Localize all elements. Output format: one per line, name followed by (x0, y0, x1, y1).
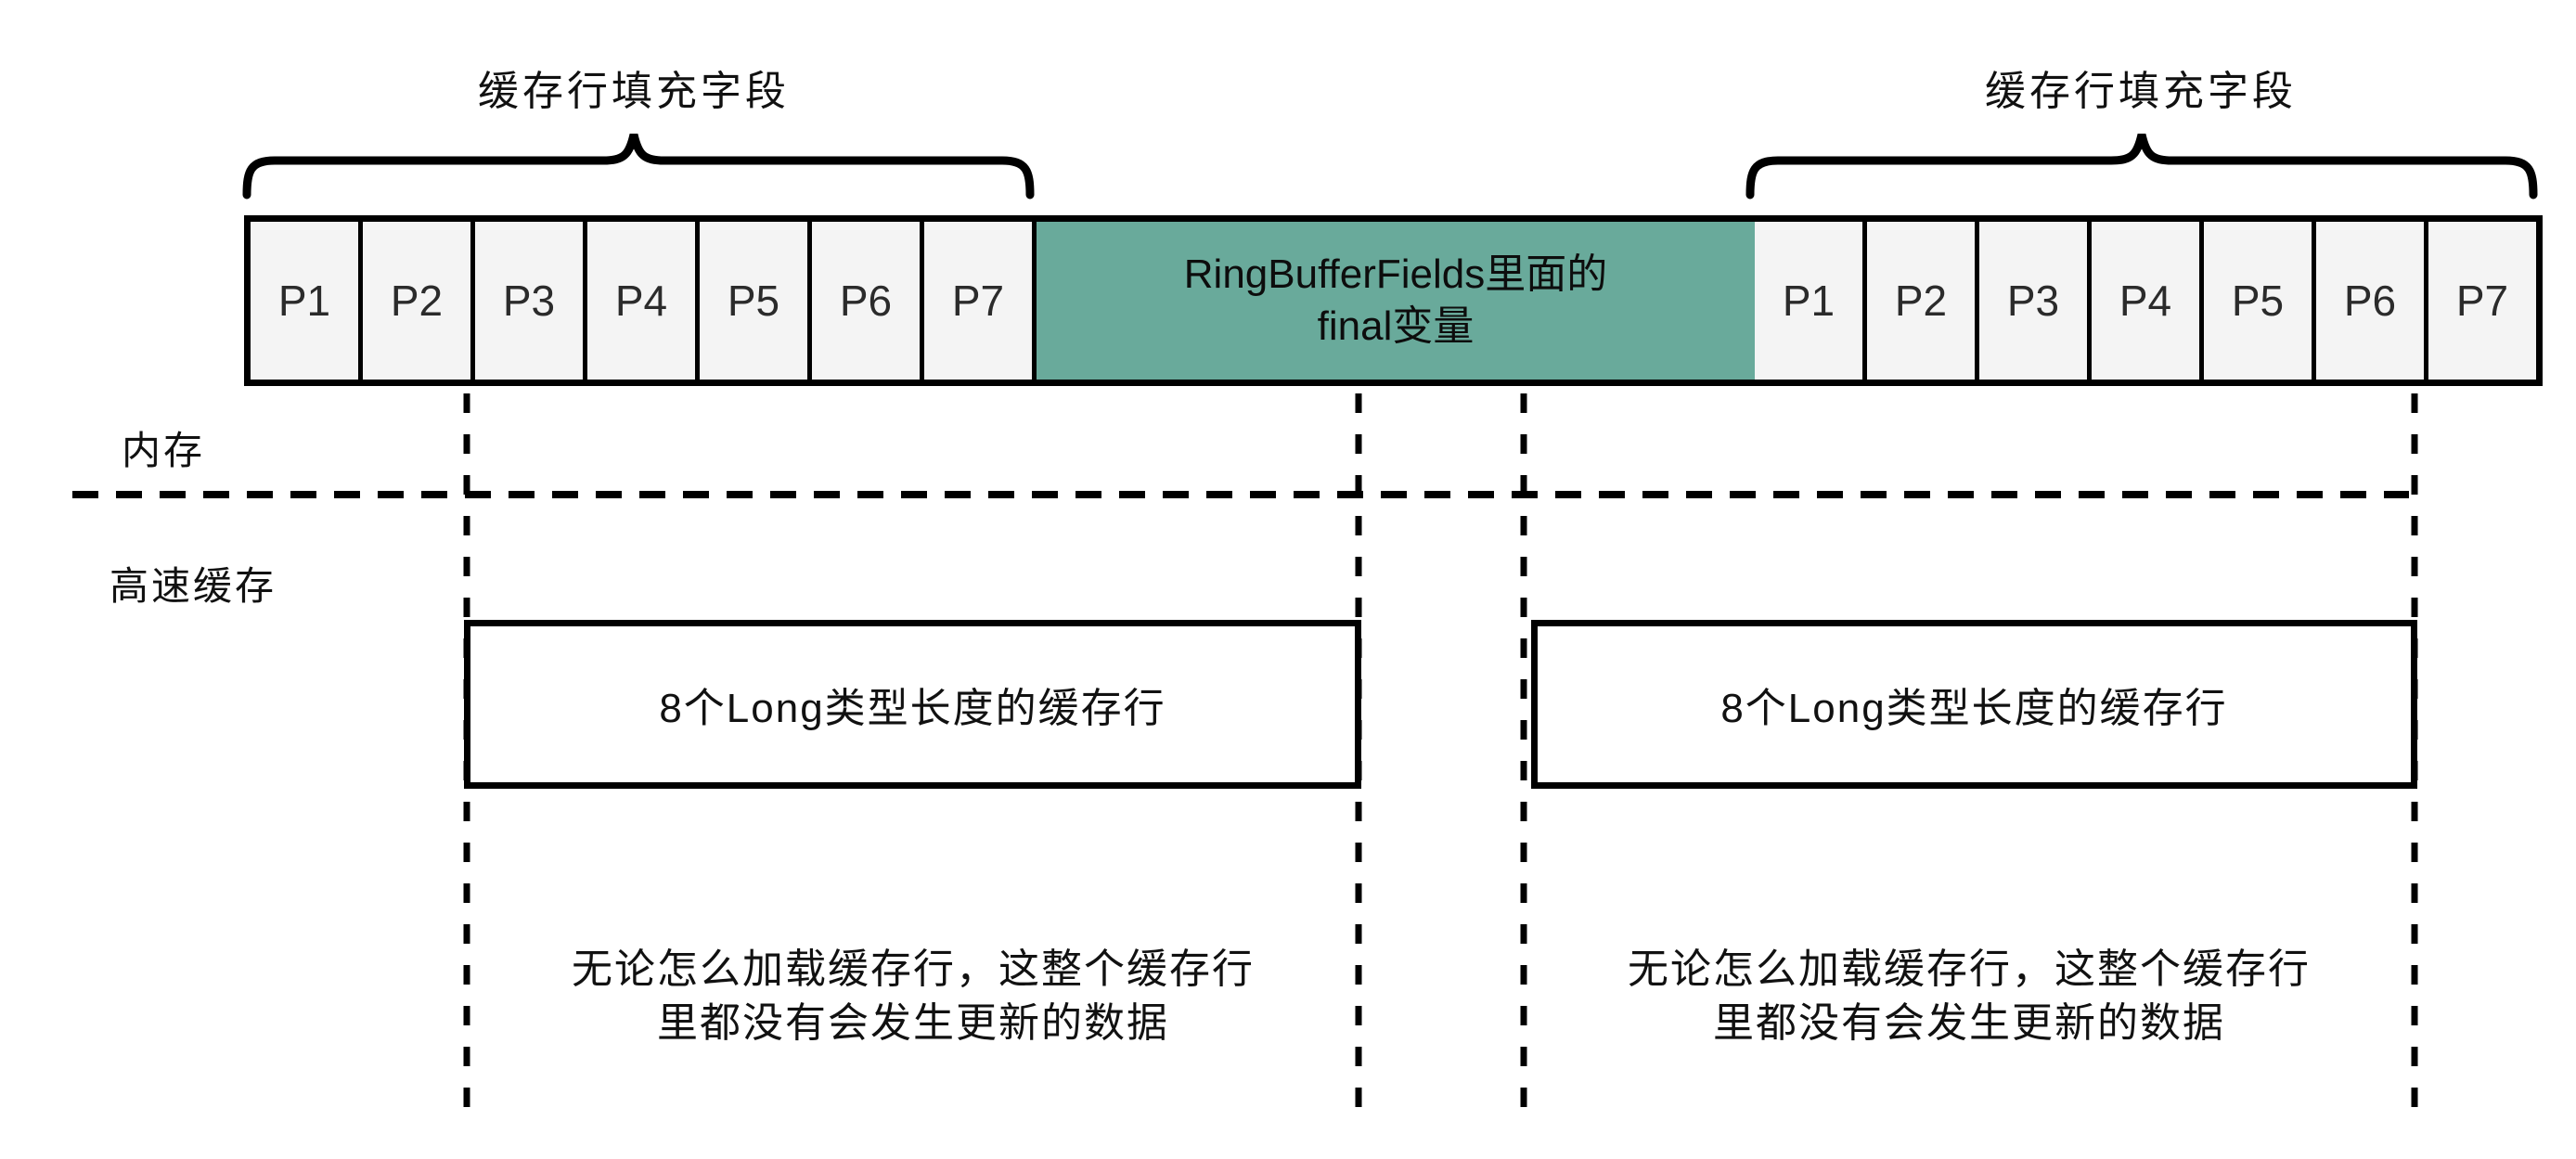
ringbuffer-final-cell: RingBufferFields里面的 final变量 (1037, 222, 1755, 380)
padding-cell-right-p6: P6 (2316, 222, 2428, 380)
padding-cell-left-p2: P2 (363, 222, 475, 380)
brace-left-icon (242, 133, 1035, 200)
padding-cell-right-p1: P1 (1755, 222, 1867, 380)
padding-cell-right-p2: P2 (1867, 222, 1979, 380)
padding-field-label-left: 缓存行填充字段 (478, 69, 790, 114)
brace-right-icon (1745, 133, 2538, 200)
padding-cell-right-p4: P4 (2092, 222, 2204, 380)
note-left: 无论怎么加载缓存行，这整个缓存行 里都没有会发生更新的数据 (523, 943, 1303, 1050)
note-right: 无论怎么加载缓存行，这整个缓存行 里都没有会发生更新的数据 (1579, 943, 2359, 1050)
note-left-line2: 里都没有会发生更新的数据 (657, 1000, 1169, 1046)
note-right-line2: 里都没有会发生更新的数据 (1713, 1000, 2225, 1046)
cache-region-label: 高速缓存 (109, 564, 277, 608)
cache-line-box-right: 8个Long类型长度的缓存行 (1531, 620, 2417, 789)
memory-cell-row: P1 P2 P3 P4 P5 P6 P7 RingBufferFields里面的… (244, 215, 2543, 386)
cache-line-box-left: 8个Long类型长度的缓存行 (464, 620, 1361, 789)
note-left-line1: 无论怎么加载缓存行，这整个缓存行 (572, 947, 1255, 992)
cache-line-box-right-label: 8个Long类型长度的缓存行 (1720, 686, 2228, 731)
padding-cell-right-p7: P7 (2428, 222, 2536, 380)
ringbuffer-final-cell-line2: final变量 (1317, 303, 1475, 349)
padding-cell-right-p5: P5 (2204, 222, 2316, 380)
padding-cell-left-p7: P7 (924, 222, 1037, 380)
padding-cell-left-p4: P4 (587, 222, 700, 380)
padding-field-label-right: 缓存行填充字段 (1985, 69, 2297, 114)
padding-cell-left-p1: P1 (251, 222, 363, 380)
note-right-line1: 无论怎么加载缓存行，这整个缓存行 (1628, 947, 2311, 992)
padding-cell-left-p3: P3 (475, 222, 587, 380)
padding-cell-left-p6: P6 (812, 222, 924, 380)
memory-region-label: 内存 (122, 429, 206, 472)
ringbuffer-final-cell-line1: RingBufferFields里面的 (1183, 251, 1608, 297)
cache-line-box-left-label: 8个Long类型长度的缓存行 (659, 686, 1166, 731)
padding-cell-left-p5: P5 (700, 222, 812, 380)
padding-cell-right-p3: P3 (1979, 222, 2092, 380)
